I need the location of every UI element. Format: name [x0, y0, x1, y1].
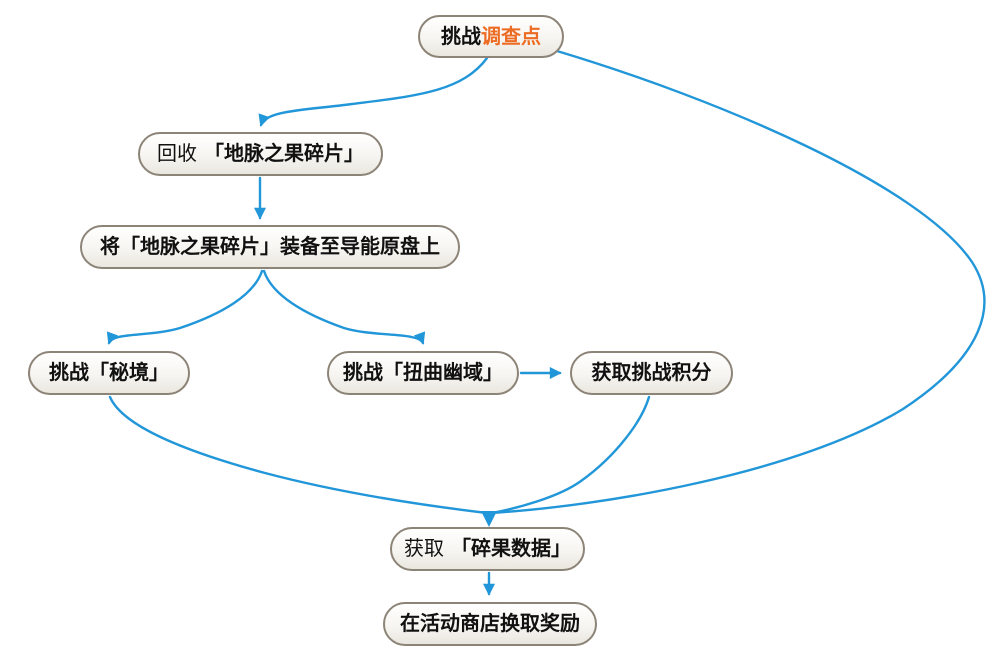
- node-challenge-domain: 挑战「秘境」: [28, 351, 190, 395]
- node-challenge-twisted-realm: 挑战「扭曲幽域」: [327, 351, 519, 395]
- node-text-bold: 挑战「秘境」: [49, 362, 169, 384]
- edge-domain-to-fragment-data: [108, 395, 489, 515]
- node-text-regular: 回收: [157, 143, 197, 165]
- convergence-arrowhead: [481, 511, 497, 527]
- node-text-bold: 挑战「扭曲幽域」: [343, 362, 503, 384]
- node-text-bold: 「碎果数据」: [451, 538, 571, 560]
- edge-equip-to-domain: [106, 269, 264, 345]
- edge-survey-to-recycle: [258, 56, 489, 127]
- node-text-bold: 获取挑战积分: [591, 362, 712, 384]
- edge-points-to-fragment-data: [490, 395, 651, 515]
- node-gain-fragment-data: 获取 「碎果数据」: [390, 527, 585, 571]
- node-text-regular: 获取: [404, 538, 444, 560]
- node-text-bold: 「地脉之果碎片」: [204, 143, 364, 165]
- node-text-bold: 在活动商店换取奖励: [400, 613, 580, 635]
- node-equip-fragment: 将「地脉之果碎片」装备至导能原盘上: [80, 225, 460, 269]
- edge-equip-to-twisted: [262, 269, 426, 345]
- node-text-highlight: 调查点: [481, 25, 541, 48]
- edge-survey-to-fragment-data: [488, 49, 986, 515]
- node-text-bold: 挑战: [441, 25, 481, 48]
- node-exchange-rewards: 在活动商店换取奖励: [383, 602, 597, 646]
- node-text-bold: 将「地脉之果碎片」装备至导能原盘上: [100, 236, 440, 258]
- node-recycle-fragment: 回收 「地脉之果碎片」: [138, 132, 383, 176]
- node-challenge-survey-point: 挑战 调查点: [418, 15, 564, 58]
- node-gain-challenge-points: 获取挑战积分: [570, 351, 733, 395]
